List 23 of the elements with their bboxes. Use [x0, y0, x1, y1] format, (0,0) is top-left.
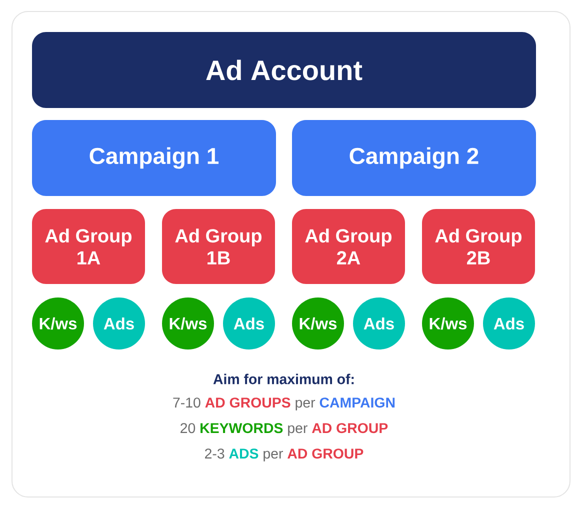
account-box: Ad Account	[32, 32, 536, 108]
label: AD GROUPS	[205, 398, 290, 408]
label: AD GROUP	[288, 448, 364, 459]
label: per	[288, 425, 308, 436]
note-text: 2-3 ADS per AD GROUP	[205, 448, 364, 462]
note-text: 20 KEYWORDS per AD GROUP	[180, 423, 388, 436]
label: 2-3	[205, 448, 224, 459]
campaign-box: Campaign 2	[292, 120, 536, 196]
ad-group-box: Ad Group 1A	[32, 209, 145, 284]
label: 20	[180, 423, 196, 434]
label: per	[296, 400, 316, 410]
note-text: 7-10 AD GROUPS per CAMPAIGN	[173, 398, 395, 410]
campaign-box: Campaign 1	[32, 120, 276, 196]
label: 7-10	[173, 398, 200, 408]
note-heading: Aim for maximum of:	[213, 374, 354, 384]
ad-group-box: Ad Group 2A	[292, 209, 405, 284]
label: CAMPAIGN	[320, 398, 395, 408]
label: AD GROUP	[312, 423, 388, 434]
label: per	[264, 450, 283, 462]
label: KEYWORDS	[200, 423, 283, 434]
ad-group-box: Ad Group 2B	[422, 209, 535, 284]
ad-group-box: Ad Group 1B	[162, 209, 275, 284]
label: ADS	[229, 448, 258, 459]
